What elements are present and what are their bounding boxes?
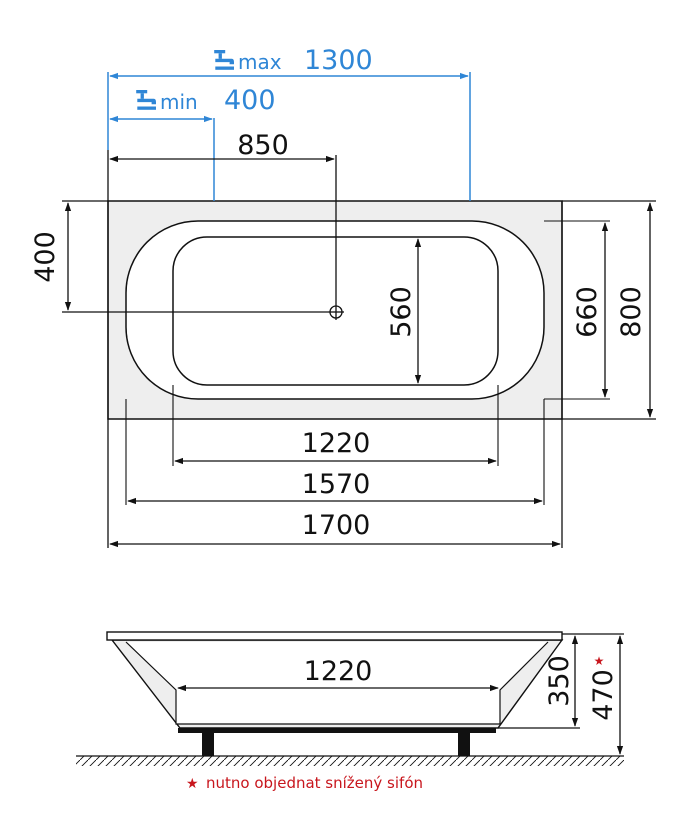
dim-850-label: 850 <box>237 130 289 161</box>
side-view: 1220 350 470 ★ <box>76 631 624 766</box>
dim-1570-label: 1570 <box>302 469 371 500</box>
faucet-min-label: min <box>160 90 198 114</box>
tub-leg-right <box>458 729 470 756</box>
star-icon: ★ <box>594 654 605 668</box>
dim-1220-label: 1220 <box>302 428 371 459</box>
footnote: ★ nutno objednat snížený sifón <box>186 774 423 792</box>
dim-470-label: 470 <box>588 669 619 721</box>
faucet-max-label: max <box>238 50 282 74</box>
faucet-min-value: 400 <box>224 85 276 116</box>
dim-400-label: 400 <box>30 231 61 283</box>
dim-560-label: 560 <box>386 286 417 338</box>
tub-side-basin <box>125 641 549 725</box>
dim-660-label: 660 <box>572 286 603 338</box>
dim-side-1220-label: 1220 <box>304 656 373 687</box>
floor-hatch <box>76 756 624 766</box>
dim-1700-label: 1700 <box>302 510 371 541</box>
tub-side-rim <box>106 631 563 641</box>
dim-350-label: 350 <box>544 655 575 707</box>
footnote-text: nutno objednat snížený sifón <box>206 774 423 792</box>
top-view: max 1300 min 400 850 400 560 660 800 122… <box>30 45 656 548</box>
faucet-icon <box>136 90 156 110</box>
tub-base-frame <box>178 728 496 733</box>
faucet-max-value: 1300 <box>304 45 373 76</box>
star-icon: ★ <box>186 776 199 792</box>
faucet-icon <box>214 50 234 70</box>
dim-800-label: 800 <box>616 286 647 338</box>
tub-leg-left <box>202 729 214 756</box>
drain-symbol <box>328 304 344 320</box>
